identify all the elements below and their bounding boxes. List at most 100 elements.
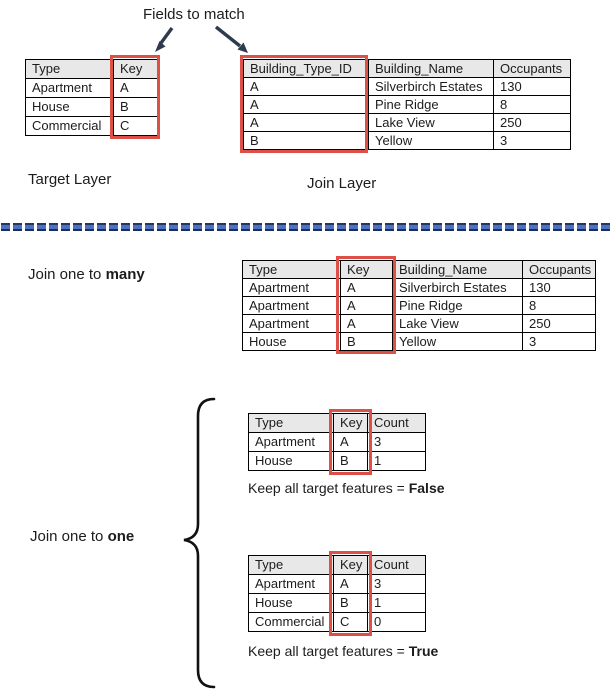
table-row: A Silverbirch Estates 130 (243, 77, 571, 96)
table-row: B Yellow 3 (243, 131, 571, 150)
table-row: House B (25, 97, 158, 117)
table-cell: 3 (367, 574, 426, 594)
join-one-to-many-label: Join one to many (28, 266, 145, 283)
label-bold-text: one (107, 528, 135, 545)
table-cell: Commercial (25, 116, 114, 136)
target-layer-table: Type Key Apartment A House B Commercial … (25, 59, 158, 136)
table-cell: B (333, 593, 368, 613)
table-cell: 250 (493, 113, 571, 132)
label-bold-text: many (105, 266, 145, 283)
column-header: Key (113, 59, 158, 79)
table-cell: 130 (493, 77, 571, 96)
table-row: Apartment A 3 (248, 432, 426, 452)
column-header: Key (333, 413, 368, 433)
table-cell: Pine Ridge (392, 296, 523, 315)
one-to-one-true-table: Type Key Count Apartment A 3 House B 1 C… (248, 555, 426, 632)
join-layer-label: Join Layer (307, 175, 377, 192)
table-cell: A (243, 95, 369, 114)
table-row: House B Yellow 3 (242, 332, 596, 351)
table-row: Apartment A (25, 78, 158, 98)
table-cell: 3 (522, 332, 596, 351)
table-cell: C (113, 116, 158, 136)
fields-to-match-arrows (155, 25, 248, 53)
column-header: Type (248, 555, 334, 575)
table-cell: House (25, 97, 114, 117)
label-text: Join one to (28, 266, 106, 283)
table-cell: C (333, 612, 368, 632)
table-cell: A (333, 432, 368, 452)
column-header: Building_Type_ID (243, 59, 369, 78)
table-row: Commercial C (25, 116, 158, 136)
table-cell: B (113, 97, 158, 117)
table-cell: 130 (522, 278, 596, 297)
table-cell: 3 (367, 432, 426, 452)
join-one-to-one-label: Join one to one (30, 528, 134, 545)
table-row: Apartment A Pine Ridge 8 (242, 296, 596, 315)
table-cell: A (333, 574, 368, 594)
column-header: Key (340, 260, 393, 279)
table-cell: B (340, 332, 393, 351)
table-cell: Apartment (242, 296, 341, 315)
table-cell: A (340, 314, 393, 333)
table-cell: B (243, 131, 369, 150)
table-row: Commercial C 0 (248, 612, 426, 632)
table-cell: B (333, 451, 368, 471)
table-row: Apartment A Silverbirch Estates 130 (242, 278, 596, 297)
table-cell: Apartment (248, 432, 334, 452)
table-cell: 1 (367, 593, 426, 613)
arrow-down-right-icon (214, 25, 248, 53)
keep-true-caption: Keep all target features = True (248, 643, 438, 659)
column-header: Count (367, 413, 426, 433)
table-cell: 8 (522, 296, 596, 315)
table-cell: 8 (493, 95, 571, 114)
one-to-many-result-table: Type Key Building_Name Occupants Apartme… (242, 260, 596, 351)
column-header: Occupants (493, 59, 571, 78)
caption-bold-text: False (408, 480, 445, 496)
table-cell: A (113, 78, 158, 98)
table-cell: 250 (522, 314, 596, 333)
table-cell: 0 (367, 612, 426, 632)
column-header: Key (333, 555, 368, 575)
table-cell: Lake View (368, 113, 494, 132)
join-layer-table: Building_Type_ID Building_Name Occupants… (243, 59, 571, 150)
table-cell: House (248, 451, 334, 471)
column-header: Occupants (522, 260, 596, 279)
column-header: Type (25, 59, 114, 79)
column-header: Building_Name (368, 59, 494, 78)
column-header: Type (242, 260, 341, 279)
curly-brace (183, 397, 216, 689)
table-cell: Apartment (242, 314, 341, 333)
table-cell: Lake View (392, 314, 523, 333)
section-divider (1, 223, 612, 231)
table-cell: House (248, 593, 334, 613)
fields-to-match-heading: Fields to match (143, 6, 245, 23)
table-cell: Apartment (242, 278, 341, 297)
table-row: Apartment A 3 (248, 574, 426, 594)
column-header: Type (248, 413, 334, 433)
table-cell: Yellow (392, 332, 523, 351)
target-layer-label: Target Layer (28, 171, 112, 188)
column-header: Count (367, 555, 426, 575)
caption-text: Keep all target features = (248, 480, 409, 496)
table-cell: Commercial (248, 612, 334, 632)
table-cell: Pine Ridge (368, 95, 494, 114)
column-header: Building_Name (392, 260, 523, 279)
table-cell: Yellow (368, 131, 494, 150)
table-row: Apartment A Lake View 250 (242, 314, 596, 333)
table-cell: Apartment (25, 78, 114, 98)
table-row: A Pine Ridge 8 (243, 95, 571, 114)
table-cell: Silverbirch Estates (392, 278, 523, 297)
one-to-one-false-table: Type Key Count Apartment A 3 House B 1 (248, 413, 426, 471)
table-cell: 3 (493, 131, 571, 150)
label-text: Join one to (30, 528, 108, 545)
table-cell: A (243, 77, 369, 96)
keep-false-caption: Keep all target features = False (248, 480, 445, 496)
table-cell: Silverbirch Estates (368, 77, 494, 96)
table-row: A Lake View 250 (243, 113, 571, 132)
table-row: House B 1 (248, 593, 426, 613)
table-cell: House (242, 332, 341, 351)
caption-text: Keep all target features = (248, 643, 409, 659)
table-cell: 1 (367, 451, 426, 471)
table-cell: A (243, 113, 369, 132)
